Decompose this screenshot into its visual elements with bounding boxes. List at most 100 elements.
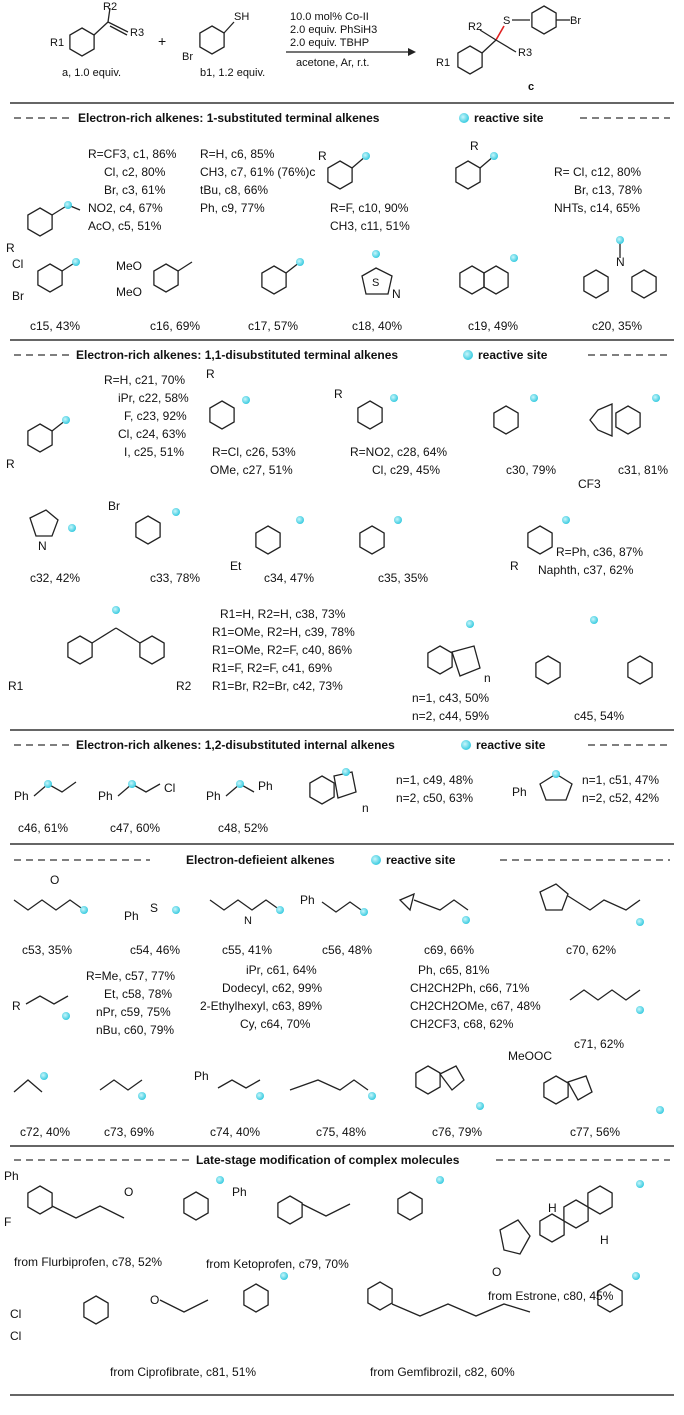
svg-text:R: R xyxy=(334,387,343,401)
svg-text:R=Me, c57, 77%: R=Me, c57, 77% xyxy=(86,969,175,983)
group-g6: R=Cl, c26, 53% OMe, c27, 51% xyxy=(210,445,296,477)
svg-text:R1=OMe, R2=H, c39, 78%: R1=OMe, R2=H, c39, 78% xyxy=(212,625,355,639)
svg-text:Ph: Ph xyxy=(512,785,527,799)
svg-text:Et, c58, 78%: Et, c58, 78% xyxy=(104,987,172,1001)
plus-sign: + xyxy=(158,33,166,49)
svg-text:Br, c3, 61%: Br, c3, 61% xyxy=(104,183,166,197)
late-stage-labels: from Flurbiprofen, c78, 52% from Ketopro… xyxy=(14,1255,614,1379)
svg-text:reactive site: reactive site xyxy=(478,348,548,362)
new-cs-bond xyxy=(495,25,505,41)
svg-text:Cl: Cl xyxy=(164,781,175,795)
svg-text:c48, 52%: c48, 52% xyxy=(218,821,268,835)
svg-text:R: R xyxy=(6,457,15,471)
svg-text:R: R xyxy=(12,999,21,1013)
row2-labels: c15, 43% c16, 69% c17, 57% c18, 40% c19,… xyxy=(30,319,642,333)
svg-text:H: H xyxy=(548,1201,557,1215)
svg-text:MeO: MeO xyxy=(116,259,142,273)
reactive-site-icon xyxy=(461,740,471,750)
svg-text:Cl, c2, 80%: Cl, c2, 80% xyxy=(104,165,166,179)
product-r2: R2 xyxy=(468,21,482,33)
entry-c30: c30, 79% xyxy=(506,463,556,477)
label-sh: SH xyxy=(234,11,249,23)
svg-text:R: R xyxy=(470,139,479,153)
svg-text:N: N xyxy=(616,255,625,269)
svg-text:c19, 49%: c19, 49% xyxy=(468,319,518,333)
svg-text:R1=H, R2=H, c38, 73%: R1=H, R2=H, c38, 73% xyxy=(220,607,346,621)
svg-text:iPr, c61, 64%: iPr, c61, 64% xyxy=(246,963,317,977)
svg-text:c55, 41%: c55, 41% xyxy=(222,943,272,957)
group-g13: R=Me, c57, 77% Et, c58, 78% nPr, c59, 75… xyxy=(86,969,175,1037)
entry-c45: c45, 54% xyxy=(574,709,624,723)
svg-text:nPr, c59, 75%: nPr, c59, 75% xyxy=(96,1005,171,1019)
svg-text:Ph: Ph xyxy=(14,789,29,803)
group-g1: R=CF3, c1, 86% Cl, c2, 80% Br, c3, 61% N… xyxy=(88,147,177,233)
svg-text:c56, 48%: c56, 48% xyxy=(322,943,372,957)
svg-text:Ph: Ph xyxy=(194,1069,209,1083)
section-1-tag: reactive site xyxy=(474,111,544,125)
reactive-site-icon xyxy=(371,855,381,865)
svg-text:n=1, c49, 48%: n=1, c49, 48% xyxy=(396,773,473,787)
svg-text:from Flurbiprofen, c78, 52%: from Flurbiprofen, c78, 52% xyxy=(14,1255,162,1269)
svg-text:n=2, c44, 59%: n=2, c44, 59% xyxy=(412,709,489,723)
svg-text:reactive site: reactive site xyxy=(476,738,546,752)
svg-text:c72, 40%: c72, 40% xyxy=(20,1125,70,1139)
svg-text:Br: Br xyxy=(108,499,120,513)
product-r1: R1 xyxy=(436,57,450,69)
product-label: c xyxy=(528,81,534,93)
row2-structures: Cl Br MeO MeO N S N xyxy=(12,236,657,303)
svg-text:N: N xyxy=(244,915,252,927)
svg-text:Cl: Cl xyxy=(10,1307,21,1321)
group-g14: iPr, c61, 64% Dodecyl, c62, 99% 2-Ethylh… xyxy=(200,963,322,1031)
svg-text:c17, 57%: c17, 57% xyxy=(248,319,298,333)
svg-text:tBu, c8, 66%: tBu, c8, 66% xyxy=(200,183,268,197)
group-g10: n=1, c43, 50% n=2, c44, 59% xyxy=(412,691,489,723)
svg-text:AcO, c5, 51%: AcO, c5, 51% xyxy=(88,219,162,233)
condition-2: 2.0 equiv. PhSiH3 xyxy=(290,24,377,36)
svg-text:c47, 60%: c47, 60% xyxy=(110,821,160,835)
svg-text:Ph: Ph xyxy=(232,1185,247,1199)
row6-labels: c46, 61% c47, 60% c48, 52% xyxy=(18,821,268,835)
reactive-site-icon xyxy=(463,350,473,360)
svg-text:c15, 43%: c15, 43% xyxy=(30,319,80,333)
group-g5: R=H, c21, 70% iPr, c22, 58% F, c23, 92% … xyxy=(104,373,189,459)
svg-text:CH2CH2Ph, c66, 71%: CH2CH2Ph, c66, 71% xyxy=(410,981,530,995)
svg-text:Ph: Ph xyxy=(4,1169,19,1183)
svg-text:F, c23, 92%: F, c23, 92% xyxy=(124,409,187,423)
svg-text:CH2CF3, c68, 62%: CH2CF3, c68, 62% xyxy=(410,1017,514,1031)
row8-structures: R xyxy=(12,989,644,1020)
svg-text:R1=Br, R2=Br, c42, 73%: R1=Br, R2=Br, c42, 73% xyxy=(212,679,343,693)
atom-r: R xyxy=(6,241,15,255)
svg-text:c54, 46%: c54, 46% xyxy=(130,943,180,957)
svg-text:c46, 61%: c46, 61% xyxy=(18,821,68,835)
reagent-b1-label: b1, 1.2 equiv. xyxy=(200,67,265,79)
label-br: Br xyxy=(182,51,193,63)
condition-3: 2.0 equiv. TBHP xyxy=(290,37,369,49)
group-g15: Ph, c65, 81% CH2CH2Ph, c66, 71% CH2CH2OM… xyxy=(410,963,541,1031)
product-br: Br xyxy=(570,15,581,27)
product-r3: R3 xyxy=(518,47,532,59)
svg-text:R=H, c21, 70%: R=H, c21, 70% xyxy=(104,373,185,387)
entry-c31: c31, 81% xyxy=(618,463,668,477)
svg-text:O: O xyxy=(150,1293,159,1307)
svg-text:R1: R1 xyxy=(8,679,24,693)
group-g3: R=F, c10, 90% CH3, c11, 51% xyxy=(330,201,410,233)
section-3-header: Electron-rich alkenes: 1,2-disubstituted… xyxy=(14,738,670,752)
svg-text:n=2, c52, 42%: n=2, c52, 42% xyxy=(582,791,659,805)
svg-text:R=H, c6, 85%: R=H, c6, 85% xyxy=(200,147,275,161)
svg-text:R=Cl, c26, 53%: R=Cl, c26, 53% xyxy=(212,445,296,459)
scheme-header: R2 R3 R1 a, 1.0 equiv. + SH Br b1, 1.2 e… xyxy=(50,1,581,93)
svg-text:NO2, c4, 67%: NO2, c4, 67% xyxy=(88,201,163,215)
svg-text:Br: Br xyxy=(12,289,24,303)
svg-text:n=1, c43, 50%: n=1, c43, 50% xyxy=(412,691,489,705)
svg-text:Cl: Cl xyxy=(10,1329,21,1343)
svg-text:O: O xyxy=(50,873,59,887)
svg-text:CF3: CF3 xyxy=(578,477,601,491)
svg-text:reactive site: reactive site xyxy=(386,853,456,867)
product-s: S xyxy=(503,15,510,27)
svg-text:c35, 35%: c35, 35% xyxy=(378,571,428,585)
svg-text:S: S xyxy=(150,901,158,915)
product-ring xyxy=(457,45,483,75)
row3-structures: R R R xyxy=(6,367,660,471)
svg-text:c53, 35%: c53, 35% xyxy=(22,943,72,957)
svg-text:nBu, c60, 79%: nBu, c60, 79% xyxy=(96,1023,174,1037)
